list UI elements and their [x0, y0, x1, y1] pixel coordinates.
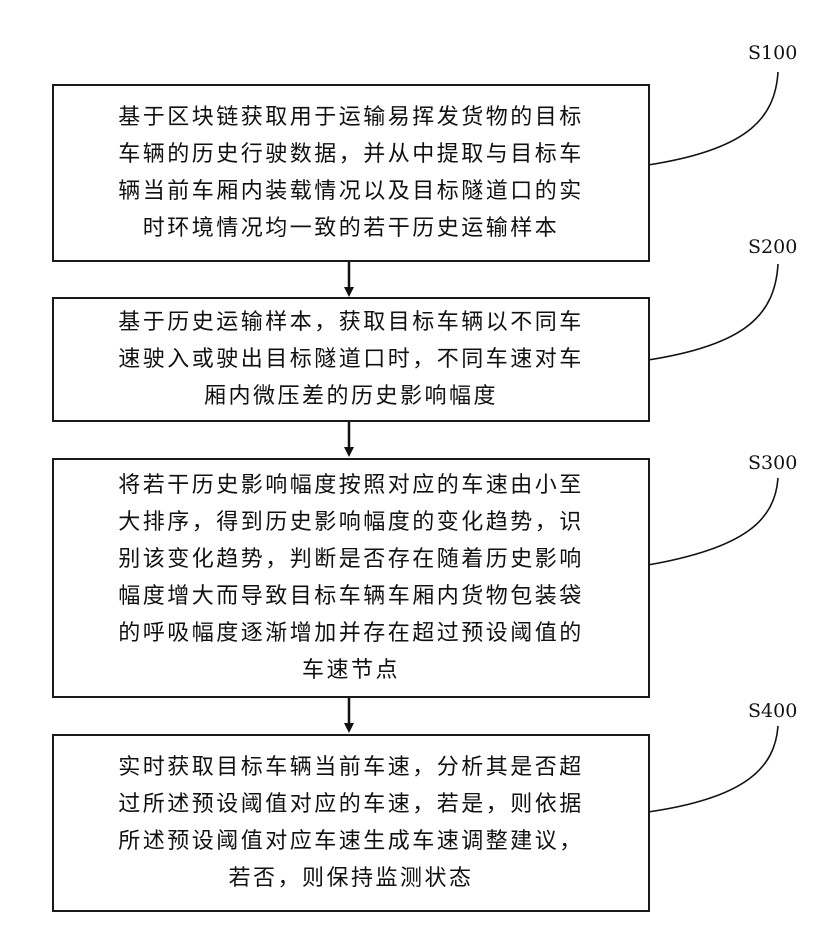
- step-label-s100: S100: [748, 42, 797, 64]
- step-box-s100: 基于区块链获取用于运输易挥发货物的目标 车辆的历史行驶数据，并从中提取与目标车 …: [52, 84, 650, 262]
- step-text-s100: 基于区块链获取用于运输易挥发货物的目标 车辆的历史行驶数据，并从中提取与目标车 …: [54, 99, 648, 247]
- step-box-s400: 实时获取目标车辆当前车速，分析其是否超 过所述预设阈值对应的车速，若是，则依据 …: [52, 734, 650, 912]
- leader-line-s400: [648, 726, 778, 812]
- step-label-s300: S300: [748, 452, 797, 474]
- step-box-s300: 将若干历史影响幅度按照对应的车速由小至 大排序，得到历史影响幅度的变化趋势，识 …: [52, 458, 650, 698]
- step-label-s400: S400: [748, 700, 797, 722]
- leader-line-s300: [648, 478, 778, 565]
- leader-line-s100: [648, 72, 778, 165]
- step-text-s300: 将若干历史影响幅度按照对应的车速由小至 大排序，得到历史影响幅度的变化趋势，识 …: [54, 467, 648, 689]
- leader-line-s200: [648, 264, 778, 360]
- step-text-s400: 实时获取目标车辆当前车速，分析其是否超 过所述预设阈值对应的车速，若是，则依据 …: [54, 749, 648, 897]
- step-box-s200: 基于历史运输样本，获取目标车辆以不同车 速驶入或驶出目标隧道口时，不同车速对车 …: [52, 297, 650, 422]
- step-label-s200: S200: [748, 236, 797, 258]
- step-text-s200: 基于历史运输样本，获取目标车辆以不同车 速驶入或驶出目标隧道口时，不同车速对车 …: [54, 304, 648, 415]
